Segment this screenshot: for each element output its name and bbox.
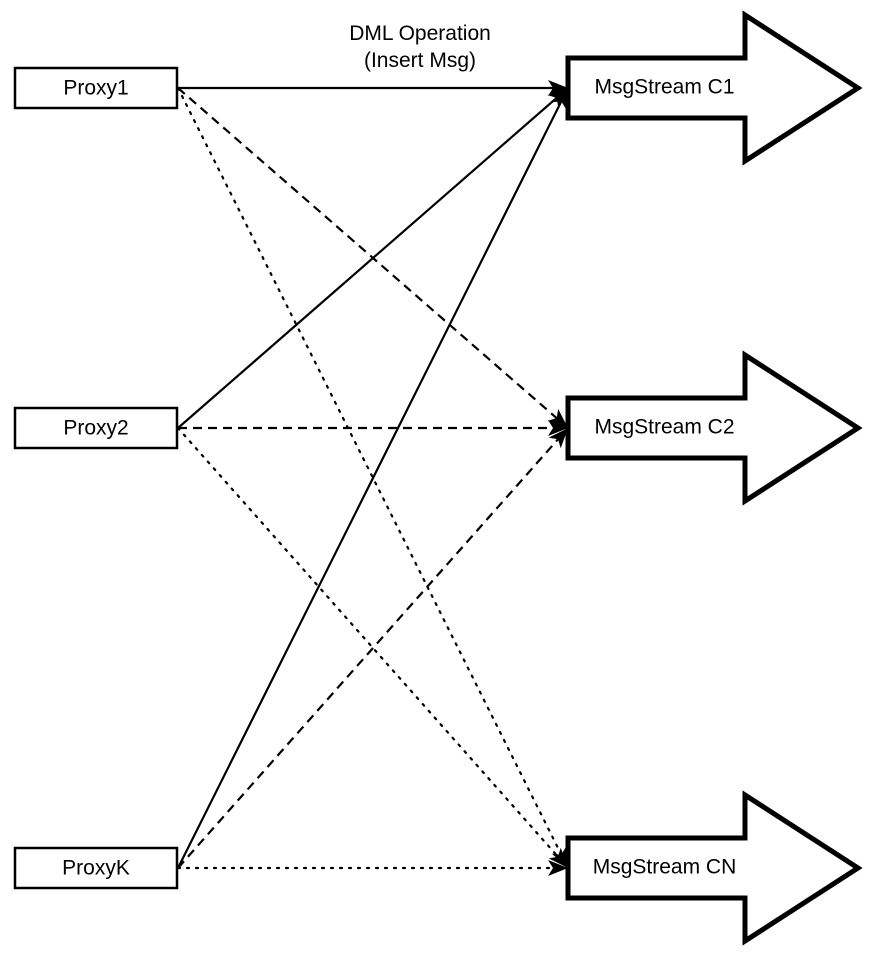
block-arrow-icon xyxy=(565,790,863,946)
connection-p2_c1 xyxy=(177,87,569,429)
edge-caption-line1: DML Operation xyxy=(349,22,491,45)
proxy-label: Proxy2 xyxy=(63,417,128,440)
arrowhead-pk_c2 xyxy=(548,428,568,449)
stream-shape-stream_c2[interactable]: MsgStream C2 xyxy=(565,350,863,506)
stream-label: MsgStream C1 xyxy=(594,76,734,99)
streams-layer: MsgStream C1 MsgStream C2 MsgStream CN xyxy=(565,10,863,946)
proxy-node-proxyk[interactable]: ProxyK xyxy=(13,846,179,890)
connection-p1_cn xyxy=(176,86,570,870)
stream-shape-stream_cn[interactable]: MsgStream CN xyxy=(565,790,863,946)
proxy-box xyxy=(13,846,179,890)
arrowhead-p1_c2 xyxy=(547,408,568,428)
arrowhead-p2_cn xyxy=(548,847,568,868)
stream-label: MsgStream CN xyxy=(593,856,737,879)
proxy-node-proxy1[interactable]: Proxy1 xyxy=(13,66,179,110)
connection-p2_cn xyxy=(176,426,570,870)
connection-pk_c1 xyxy=(177,87,569,869)
edge-caption-line2: (Insert Msg) xyxy=(364,49,476,72)
arrowhead-p1_c1 xyxy=(548,80,568,96)
proxy-box xyxy=(13,406,179,450)
stream-label: MsgStream C2 xyxy=(594,416,734,439)
block-arrow-icon xyxy=(565,350,863,506)
proxy-label: ProxyK xyxy=(62,857,130,880)
proxy-box xyxy=(13,66,179,110)
arrowhead-pk_cn xyxy=(548,860,568,876)
edge-caption: DML Operation (Insert Msg) xyxy=(349,22,491,72)
proxy-node-proxy2[interactable]: Proxy2 xyxy=(13,406,179,450)
arrowhead-pk_c1 xyxy=(551,88,568,110)
connection-pk_c2 xyxy=(177,427,569,869)
arrowheads-layer xyxy=(547,80,568,876)
connections-layer xyxy=(176,86,570,870)
proxy-label: Proxy1 xyxy=(63,77,128,100)
arrowhead-p2_c2 xyxy=(548,420,568,436)
block-arrow-icon xyxy=(565,10,863,166)
stream-shape-stream_c1[interactable]: MsgStream C1 xyxy=(565,10,863,166)
